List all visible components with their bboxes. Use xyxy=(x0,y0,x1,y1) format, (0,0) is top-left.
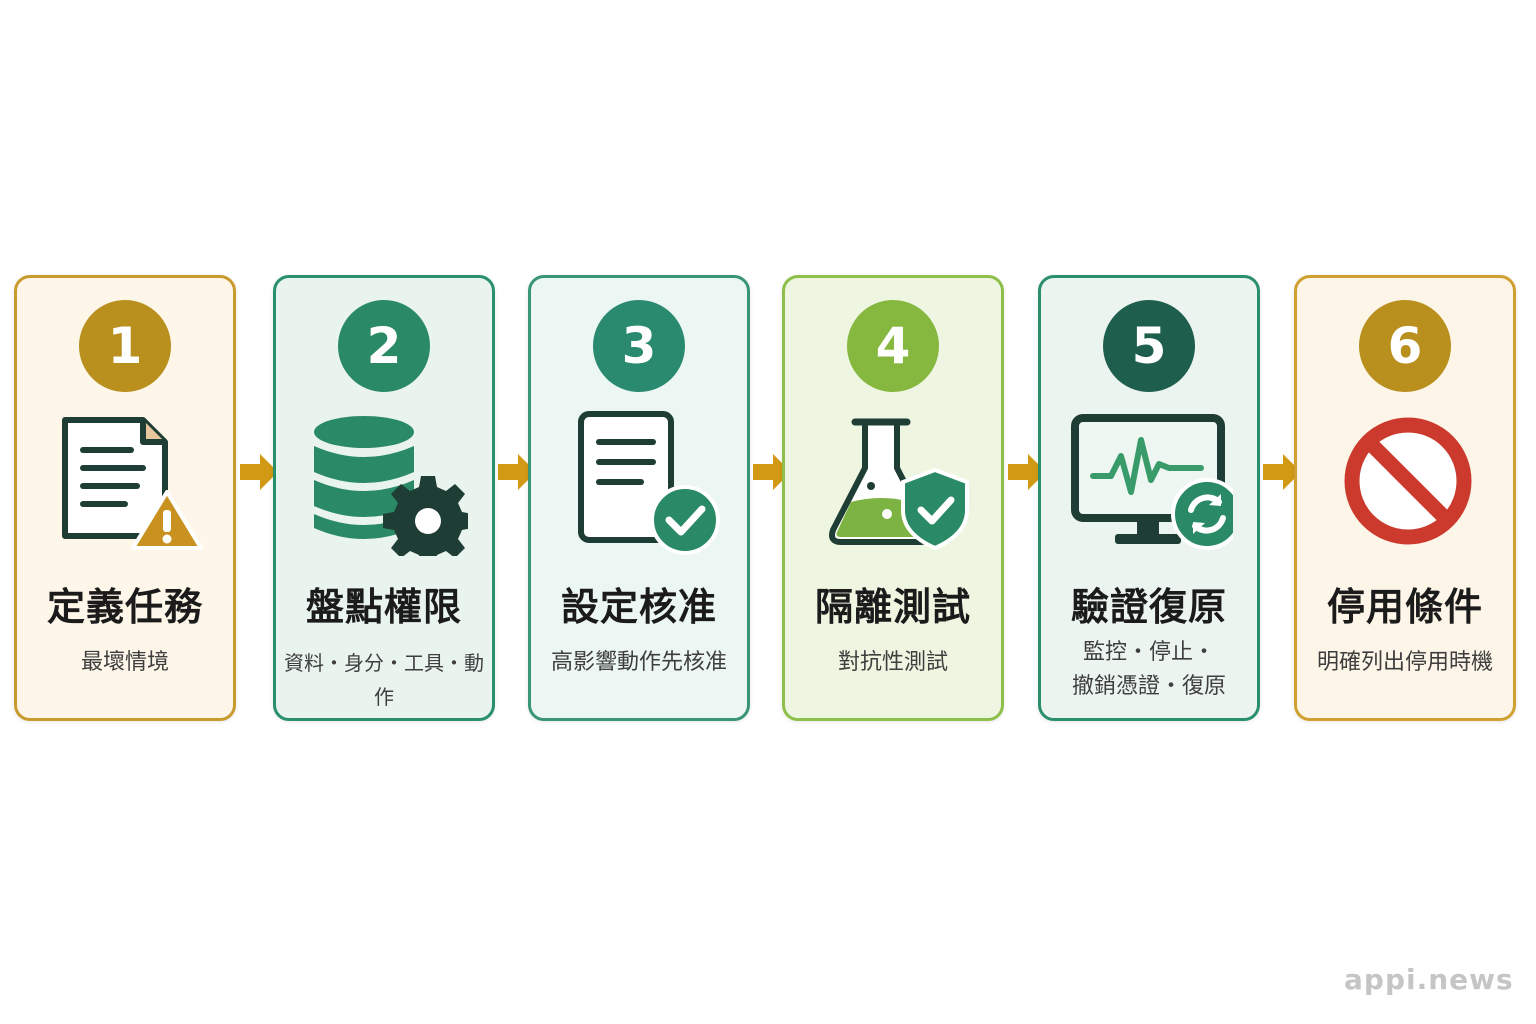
flow-arrow xyxy=(1008,454,1046,490)
flow-arrow xyxy=(498,454,536,490)
step-title: 設定核准 xyxy=(560,585,717,629)
monitor-refresh-icon xyxy=(1071,414,1233,550)
step-description-line: 撤銷憑證・復原 xyxy=(1071,674,1226,699)
step-card-define-task: 1 定義任務 最壞情境 xyxy=(14,275,236,721)
step-number-badge: 1 xyxy=(79,300,171,392)
step-title: 定義任務 xyxy=(46,585,203,629)
flow-arrow xyxy=(753,454,791,490)
flow-arrow xyxy=(1263,454,1301,490)
step-title: 隔離測試 xyxy=(814,585,971,629)
step-card-inventory-permissions: 2 盤點權限 資料・身分・工具・動作 xyxy=(273,275,495,721)
step-description: 對抗性測試 xyxy=(837,650,948,675)
step-description-line: 監控・停止・ xyxy=(1082,640,1215,665)
step-number-badge: 3 xyxy=(593,300,685,392)
step-description: 高影響動作先核准 xyxy=(550,650,727,675)
step-number-badge: 2 xyxy=(338,300,430,392)
watermark: appi.news xyxy=(1344,963,1514,996)
step-number-badge: 5 xyxy=(1103,300,1195,392)
step-card-disable-conditions: 6 停用條件 明確列出停用時機 xyxy=(1294,275,1516,721)
step-description: 明確列出停用時機 xyxy=(1316,650,1493,675)
step-card-isolation-test: 4 隔離測試 對抗性測試 xyxy=(782,275,1004,721)
flask-shield-icon xyxy=(829,418,969,551)
step-card-set-approval: 3 設定核准 高影響動作先核准 xyxy=(528,275,750,721)
database-gear-icon xyxy=(314,416,468,556)
prohibited-icon xyxy=(1344,417,1472,545)
step-title: 驗證復原 xyxy=(1070,585,1227,629)
step-card-verify-recovery: 5 驗證復原 監控・停止・ 撤銷憑證・復原 xyxy=(1038,275,1260,721)
document-warning-icon xyxy=(62,417,203,550)
flow-arrow xyxy=(240,454,278,490)
step-description: 最壞情境 xyxy=(80,650,169,675)
step-title: 盤點權限 xyxy=(305,585,462,629)
step-number-badge: 6 xyxy=(1359,300,1451,392)
document-check-icon xyxy=(578,411,720,555)
step-description: 監控・停止・ 撤銷憑證・復原 xyxy=(1045,636,1253,704)
step-description: 資料・身分・工具・動作 xyxy=(284,651,484,709)
step-number-badge: 4 xyxy=(847,300,939,392)
step-title: 停用條件 xyxy=(1326,585,1483,629)
